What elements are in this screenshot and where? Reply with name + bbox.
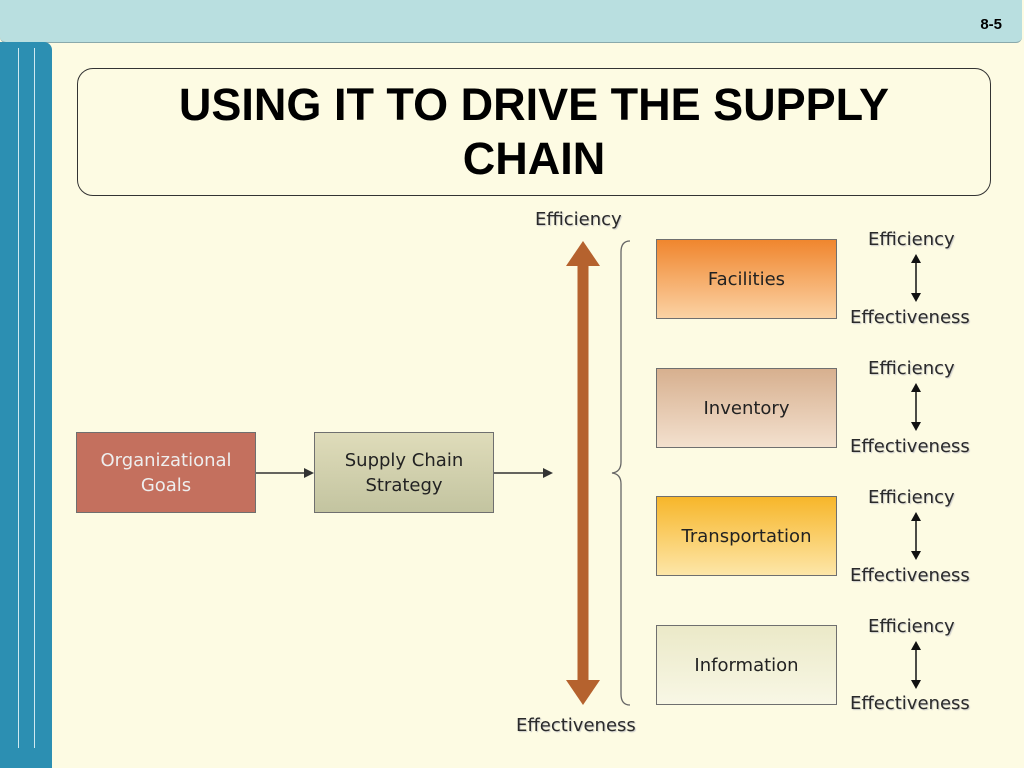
side-bar: [0, 42, 52, 768]
axis-bottom-label: Effectiveness: [516, 715, 636, 736]
facilities-effectiveness-label: Effectiveness: [850, 307, 970, 328]
tradeoff-axis-bottom-head: [566, 680, 600, 705]
facilities-efficiency-label: Efficiency: [868, 229, 955, 250]
title-box: USING IT TO DRIVE THE SUPPLY CHAIN: [77, 68, 991, 196]
inventory-efficiency-label: Efficiency: [868, 358, 955, 379]
axis-top-label: Efficiency: [535, 209, 622, 230]
driver-double-arrow: [911, 383, 921, 431]
curly-brace: [611, 240, 631, 706]
transportation-efficiency-label: Efficiency: [868, 487, 955, 508]
information-effectiveness-label: Effectiveness: [850, 693, 970, 714]
driver-double-arrow: [911, 512, 921, 560]
slide-title: USING IT TO DRIVE THE SUPPLY CHAIN: [178, 79, 890, 184]
side-bar-stripe: [18, 48, 19, 748]
side-bar-stripe: [34, 48, 35, 748]
tradeoff-axis-top-head: [566, 241, 600, 266]
supply-chain-strategy-box: Supply Chain Strategy: [314, 432, 494, 513]
driver-double-arrow: [911, 641, 921, 689]
flow-arrow-goals-to-strategy-head: [304, 468, 314, 478]
driver-double-arrow: [911, 254, 921, 302]
slide-number: 8-5: [980, 16, 1002, 33]
top-bar: 8-5: [0, 0, 1022, 43]
flow-arrow-strategy-to-axis-head: [543, 468, 553, 478]
driver-box-transportation: Transportation: [656, 496, 837, 576]
inventory-effectiveness-label: Effectiveness: [850, 436, 970, 457]
driver-box-information: Information: [656, 625, 837, 705]
driver-box-inventory: Inventory: [656, 368, 837, 448]
information-efficiency-label: Efficiency: [868, 616, 955, 637]
transportation-effectiveness-label: Effectiveness: [850, 565, 970, 586]
organizational-goals-box: Organizational Goals: [76, 432, 256, 513]
driver-box-facilities: Facilities: [656, 239, 837, 319]
